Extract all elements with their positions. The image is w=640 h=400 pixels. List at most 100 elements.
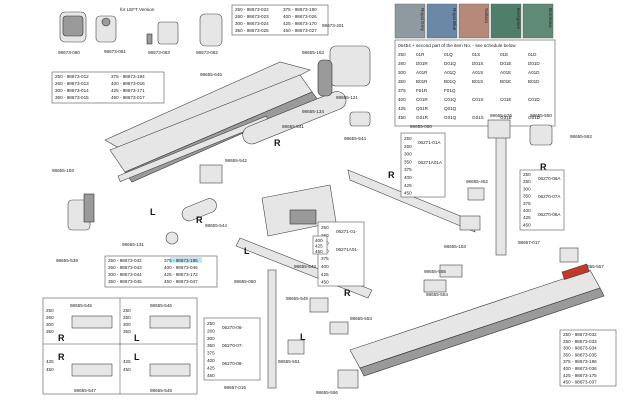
table-cell: 450 — [123, 367, 131, 372]
table-cell: 350 - 98673-015 — [55, 95, 89, 100]
colour-table-cell: A01R — [416, 70, 428, 75]
table-cell: 350 — [46, 329, 54, 334]
bracket-549-part — [309, 297, 329, 313]
colour-table-cell: G01E — [500, 115, 512, 120]
colour-table-size: 260 — [398, 61, 406, 66]
table-cell: 260 — [207, 328, 215, 333]
table-cell: 450 — [315, 249, 323, 254]
colour-table-cell: F01R — [416, 88, 428, 93]
table-arm1-box — [400, 132, 446, 198]
bracket-554-part — [423, 279, 447, 293]
end-557-part — [559, 247, 579, 263]
table-cell: 260 - 98673-013 — [55, 81, 89, 86]
leg-top-bracket-part — [487, 119, 511, 139]
label-98667-016: 98667-016 — [224, 385, 246, 390]
table-cell: 400 — [523, 208, 531, 213]
table-cell: 375 — [321, 256, 329, 261]
colour-table-header: 06454 + second part of the item No. - se… — [398, 43, 516, 48]
table-543-box — [312, 235, 328, 255]
mount-547-part — [71, 363, 113, 377]
arm-joint-part — [459, 215, 481, 231]
table-cell: 425 — [46, 359, 54, 364]
colour-table-cell: D01E — [500, 61, 512, 66]
right-marker-leg: R — [540, 162, 547, 172]
right-marker-arm: R — [388, 170, 395, 180]
table-cell: 06270-06A — [538, 176, 561, 181]
colour-table-cell: C01R — [416, 97, 428, 102]
fabric-swatch-name: Bordeaux — [548, 8, 553, 28]
label-98655-547: 98655-547 — [74, 388, 96, 393]
end-cap-inner-part — [62, 15, 84, 37]
table-cell: 06271-01A — [418, 140, 441, 145]
table-cell: 350 — [207, 343, 215, 348]
table-cell: 300 — [123, 322, 131, 327]
table-cell: 250 - 98673-012 — [55, 74, 89, 79]
table-cell: 300 - 98673-024 — [235, 21, 269, 26]
mount-546-part — [149, 315, 191, 329]
colour-table-cell: Q01R — [416, 106, 429, 111]
bracket-550-part — [529, 124, 553, 146]
table-cell: 400 - 98673-026 — [283, 14, 317, 19]
colour-table-size: 350 — [398, 79, 406, 84]
table-cell: 260 — [523, 179, 531, 184]
label-98673-080: 98673-080 — [58, 50, 80, 55]
table-cell: 425 - 98673-172 — [164, 272, 198, 277]
table-cell: 450 - 98673-027 — [283, 28, 317, 33]
table-cell: 260 — [123, 315, 131, 320]
colour-table-cell: B01E — [500, 79, 511, 84]
table-cell: 425 - 98673-175 — [563, 373, 597, 378]
mount-plate-part — [289, 209, 317, 225]
label-98655-557: 98655-557 — [582, 264, 604, 269]
table-cell: 06271A01- — [336, 247, 359, 252]
colour-table-cell: 01E — [500, 52, 508, 57]
label-98655-555: 98655-555 — [424, 269, 446, 274]
table-cell: 450 — [523, 222, 531, 227]
table-cell: 250 - 98673-032 — [563, 332, 597, 337]
colour-table-cell: B01S — [472, 79, 483, 84]
bracket-part — [157, 21, 179, 45]
label-98655-541: 98655-541 — [282, 124, 304, 129]
table-cell: 400 — [315, 238, 323, 243]
table-cell: 450 - 98673-017 — [111, 95, 145, 100]
fabric-swatch-name: Sahara — [484, 8, 489, 23]
label-98655-544-mid: 98655-544 — [205, 223, 227, 228]
colour-table-cell: A01S — [472, 70, 483, 75]
table-cell: 300 — [404, 152, 412, 157]
label-98655-153: 98655-153 — [302, 50, 324, 55]
table-cell: 250 — [123, 308, 131, 313]
colour-table-cell: A01Q — [444, 70, 456, 75]
table-cell: 450 — [404, 191, 412, 196]
table-cell: 400 — [207, 358, 215, 363]
bracket-542-part — [199, 164, 223, 184]
table-cell: 260 — [321, 233, 329, 238]
table-cell: 425 — [321, 272, 329, 277]
label-98655-539: 98655-539 — [56, 258, 78, 263]
colour-table-cell: A01D — [528, 70, 540, 75]
colour-table-cell: C01D — [528, 97, 540, 102]
table-cell: 425 — [207, 365, 215, 370]
table-cell: 250 - 98673-022 — [235, 7, 269, 12]
bracket-452-part — [467, 187, 485, 201]
table-cell: 350 — [123, 329, 131, 334]
table-bottom-box — [559, 329, 617, 387]
table-cell: 06270-08A — [538, 212, 561, 217]
table-cell: 350 - 98673-035 — [563, 352, 597, 357]
motor-gear-part — [317, 59, 333, 97]
table-cell: 350 — [523, 194, 531, 199]
fabric-swatch — [458, 3, 490, 39]
table-cell: 260 — [404, 144, 412, 149]
right-marker-mid: R — [344, 288, 351, 298]
table-cell: 375 - 98673-190 — [283, 7, 317, 12]
roller-end-part — [181, 198, 217, 222]
table-cell: 450 — [207, 373, 215, 378]
colour-table-cell: D01Q — [444, 61, 456, 66]
colour-table-cell: Q01Q — [444, 106, 457, 111]
table-cell: 350 - 98673-025 — [235, 28, 269, 33]
table-cell: 400 - 98673-046 — [164, 265, 198, 270]
bracket-553-part — [329, 321, 349, 335]
front-profile-edge-part — [359, 287, 605, 377]
bracket-555-part — [439, 264, 463, 278]
label-98655-546: 98655-546 — [150, 303, 172, 308]
